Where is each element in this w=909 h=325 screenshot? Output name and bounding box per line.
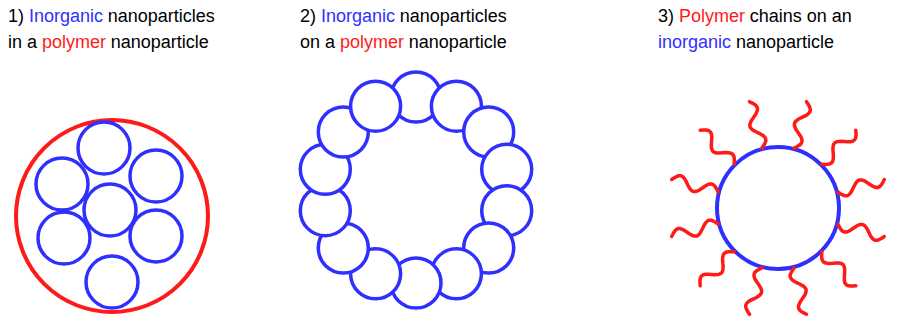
polymer-chain xyxy=(700,130,734,164)
caption-line: 2)Inorganicnanoparticles xyxy=(300,3,507,29)
caption-line: 1)Inorganicnanoparticles xyxy=(8,3,215,29)
polymer-chain xyxy=(750,102,766,148)
caption-line: 3)Polymerchains on an xyxy=(658,3,852,29)
polymer-chain xyxy=(838,224,884,240)
polymer-chain xyxy=(672,176,718,192)
polymer-chain xyxy=(672,220,718,236)
inorganic-in-polymer-figure xyxy=(16,120,208,312)
polymer-chain xyxy=(838,180,884,196)
polymer-on-inorganic-figure xyxy=(672,102,885,315)
figure-caption: 2)Inorganicnanoparticleson apolymernanop… xyxy=(300,3,507,55)
caption-text: nanoparticles xyxy=(108,3,215,29)
inorganic-nanoparticle xyxy=(351,81,401,131)
caption-text: nanoparticles xyxy=(400,3,507,29)
polymer-chain xyxy=(790,268,806,314)
caption-line: in apolymernanoparticle xyxy=(8,29,215,55)
caption-text: Polymer xyxy=(679,3,745,29)
caption-text: in a xyxy=(8,29,37,55)
caption-text: nanoparticle xyxy=(409,29,507,55)
caption-text: chains on an xyxy=(750,3,852,29)
caption-text: Inorganic xyxy=(321,3,395,29)
inorganic-nanoparticle xyxy=(36,158,88,210)
caption-text: polymer xyxy=(42,29,106,55)
caption-line: inorganicnanoparticle xyxy=(658,29,852,55)
caption-line: on apolymernanoparticle xyxy=(300,29,507,55)
inorganic-nanoparticle xyxy=(130,210,182,262)
polymer-chain xyxy=(746,268,762,314)
caption-text: nanoparticle xyxy=(111,29,209,55)
inorganic-nanoparticle xyxy=(78,122,130,174)
inorganic-nanoparticle xyxy=(84,184,136,236)
figure-caption: 1)Inorganicnanoparticlesin apolymernanop… xyxy=(8,3,215,55)
caption-text: on a xyxy=(300,29,335,55)
caption-text: 1) xyxy=(8,3,24,29)
polymer-nanoparticle xyxy=(16,120,208,312)
inorganic-nanoparticle xyxy=(86,256,138,308)
inorganic-on-polymer-figure xyxy=(300,72,531,308)
caption-text: nanoparticle xyxy=(736,29,834,55)
caption-text: 3) xyxy=(658,3,674,29)
polymer-chain xyxy=(794,102,810,148)
caption-text: inorganic xyxy=(658,29,731,55)
caption-text: Inorganic xyxy=(29,3,103,29)
figure-caption: 3)Polymerchains on aninorganicnanopartic… xyxy=(658,3,852,55)
polymer-chain xyxy=(700,252,734,286)
polymer-chain xyxy=(822,252,856,286)
caption-text: 2) xyxy=(300,3,316,29)
inorganic-nanoparticle xyxy=(130,150,182,202)
caption-text: polymer xyxy=(340,29,404,55)
inorganic-nanoparticle xyxy=(38,212,90,264)
polymer-chain xyxy=(822,130,856,164)
